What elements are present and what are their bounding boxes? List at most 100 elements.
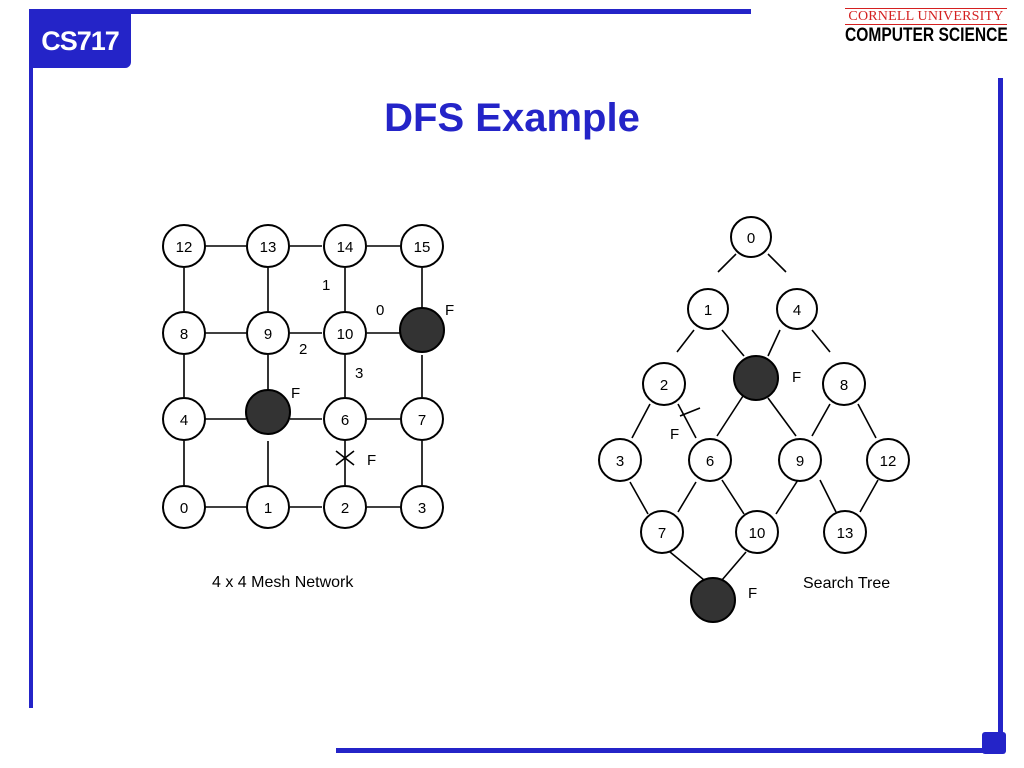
tree-failed-label: F — [792, 369, 801, 386]
tree-edge — [677, 481, 697, 513]
mesh-node — [400, 485, 444, 529]
mesh-node-label: 4 — [180, 412, 188, 429]
mesh-node-label: 2 — [341, 500, 349, 517]
mesh-node-label: 6 — [341, 412, 349, 429]
frame-corner-block — [982, 732, 1006, 754]
tree-edge — [775, 479, 799, 515]
tree-node-label: 10 — [749, 525, 766, 542]
frame-top-bar — [29, 9, 751, 14]
tree-node-label: 2 — [660, 377, 668, 394]
tree-edge — [767, 397, 797, 437]
tree-failed-node — [733, 355, 779, 401]
mesh-node-label: 9 — [264, 326, 272, 343]
tree-caption: Search Tree — [803, 575, 890, 592]
tree-failed-label: F — [670, 426, 679, 443]
tree-node-label: 9 — [796, 453, 804, 470]
tree-edge — [819, 479, 837, 513]
tree-edge — [811, 329, 831, 353]
mesh-node — [246, 485, 290, 529]
frame-right-bar — [998, 78, 1003, 744]
slide-title: DFS Example — [384, 96, 640, 140]
tree-edge — [811, 403, 831, 437]
mesh-node — [323, 485, 367, 529]
tree-failed-node — [690, 577, 736, 623]
mesh-step-label: 0 — [376, 302, 384, 319]
tree-node — [642, 362, 686, 406]
tree-node — [688, 438, 732, 482]
tree-edge — [717, 253, 737, 273]
mesh-node-label: 13 — [260, 239, 277, 256]
mesh-node — [400, 397, 444, 441]
mesh-failed-label: F — [367, 452, 376, 469]
tree-node — [598, 438, 642, 482]
mesh-node — [162, 397, 206, 441]
tree-edge — [767, 329, 781, 357]
tree-node — [735, 510, 779, 554]
tree-edge — [857, 403, 877, 439]
tree-node — [822, 362, 866, 406]
tree-edge — [721, 329, 745, 357]
mesh-node-label: 15 — [414, 239, 431, 256]
tree-edge — [677, 403, 697, 439]
mesh-node — [323, 224, 367, 268]
tree-node-label: 12 — [880, 453, 897, 470]
tree-failed-label: F — [748, 585, 757, 602]
mesh-node-label: 10 — [337, 326, 354, 343]
tree-node-label: 4 — [793, 302, 801, 319]
tree-edge — [669, 551, 705, 581]
tree-node-label: 3 — [616, 453, 624, 470]
mesh-node — [400, 224, 444, 268]
tree-edge — [631, 403, 651, 439]
mesh-node — [162, 224, 206, 268]
mesh-node-label: 7 — [418, 412, 426, 429]
tree-edge — [676, 329, 695, 353]
mesh-failed-node — [245, 389, 291, 435]
tree-node — [866, 438, 910, 482]
frame-bottom-bar — [336, 748, 1004, 753]
mesh-node-label: 8 — [180, 326, 188, 343]
mesh-failed-label: F — [291, 385, 300, 402]
mesh-node — [162, 311, 206, 355]
mesh-node — [323, 397, 367, 441]
mesh-node-label: 0 — [180, 500, 188, 517]
mesh-node — [246, 311, 290, 355]
mesh-node — [323, 311, 367, 355]
course-badge: CS717 — [29, 14, 131, 68]
tree-node — [730, 216, 772, 258]
tree-node-label: 13 — [837, 525, 854, 542]
mesh-step-label: 3 — [355, 365, 363, 382]
mesh-failed-label: F — [445, 302, 454, 319]
tree-edge — [767, 253, 787, 273]
mesh-node-label: 3 — [418, 500, 426, 517]
tree-failed-link-mark — [679, 407, 701, 417]
mesh-node-label: 12 — [176, 239, 193, 256]
tree-node-label: 1 — [704, 302, 712, 319]
frame-left-bar — [29, 14, 33, 708]
tree-node-label: 0 — [747, 230, 755, 247]
tree-edge — [859, 479, 879, 513]
tree-node-label: 8 — [840, 377, 848, 394]
tree-edge — [721, 551, 747, 581]
tree-edge — [721, 479, 745, 515]
tree-edge — [716, 395, 744, 437]
mesh-failed-node — [399, 307, 445, 353]
tree-node — [823, 510, 867, 554]
mesh-failed-link-mark — [335, 450, 355, 466]
logo-university-text: CORNELL UNIVERSITY — [845, 8, 1007, 25]
tree-node-label: 6 — [706, 453, 714, 470]
mesh-node — [162, 485, 206, 529]
tree-edge — [629, 481, 649, 515]
tree-node-label: 7 — [658, 525, 666, 542]
mesh-node — [246, 224, 290, 268]
logo-department-text: COMPUTER SCIENCE — [845, 25, 1008, 46]
tree-node — [687, 288, 729, 330]
mesh-node-label: 14 — [337, 239, 354, 256]
tree-node — [778, 438, 822, 482]
university-logo: CORNELL UNIVERSITY COMPUTER SCIENCE — [845, 8, 1008, 54]
mesh-step-label: 1 — [322, 277, 330, 294]
mesh-node-label: 1 — [264, 500, 272, 517]
